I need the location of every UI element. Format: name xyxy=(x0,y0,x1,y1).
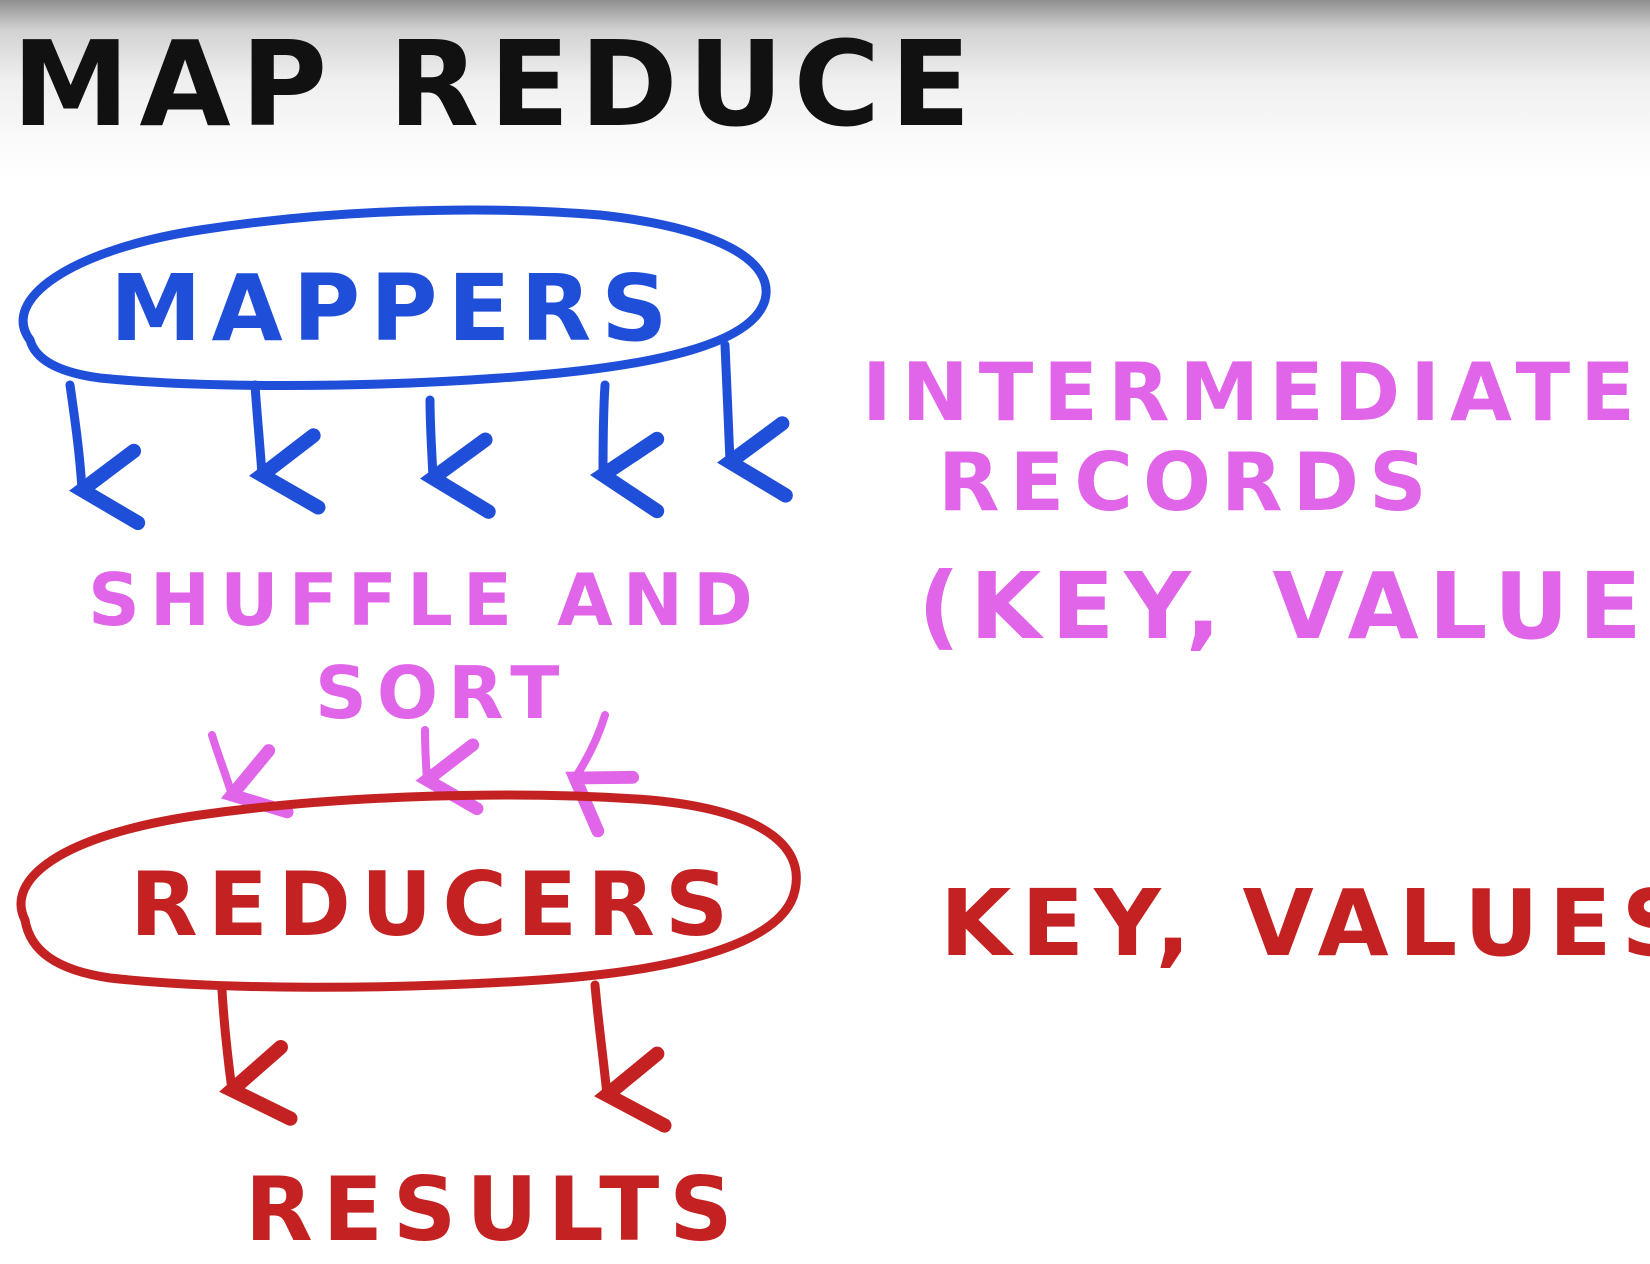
reducers-node: REDUCERS xyxy=(16,790,801,992)
shuffle-arrow-1 xyxy=(208,731,294,819)
shuffle-arrows xyxy=(208,711,640,838)
reducer-arrow-1 xyxy=(217,985,298,1126)
shuffle-label-line1: SHUFFLE AND xyxy=(88,558,763,642)
mapper-arrows xyxy=(65,340,793,531)
intermediate-label-line2: RECORDS xyxy=(938,436,1437,529)
mapper-arrow-1 xyxy=(65,380,146,531)
intermediate-label-line1: INTERMEDIATE xyxy=(862,346,1645,439)
shuffle-arrow-3 xyxy=(565,711,640,838)
title-band xyxy=(0,0,1650,180)
intermediate-label-line3: (KEY, VALUE) xyxy=(918,553,1650,660)
mapper-arrow-2 xyxy=(249,380,326,515)
reducer-arrows xyxy=(217,980,672,1133)
reducer-arrow-2 xyxy=(590,980,672,1133)
results-label: RESULTS xyxy=(245,1158,743,1261)
shuffle-arrow-2 xyxy=(415,726,484,816)
mapper-arrow-5 xyxy=(717,340,793,503)
mappers-node: MAPPERS xyxy=(18,205,771,390)
reducers-label: REDUCERS xyxy=(130,853,738,956)
mappers-label: MAPPERS xyxy=(110,255,678,362)
mapper-arrow-3 xyxy=(420,395,496,519)
mappers-ellipse xyxy=(18,205,771,390)
mapper-arrow-4 xyxy=(590,380,665,519)
shuffle-label-line2: SORT xyxy=(315,651,569,735)
key-values-label: KEY, VALUES xyxy=(940,870,1650,977)
page-title: MAP REDUCE xyxy=(12,15,981,153)
reducers-ellipse xyxy=(16,790,801,992)
